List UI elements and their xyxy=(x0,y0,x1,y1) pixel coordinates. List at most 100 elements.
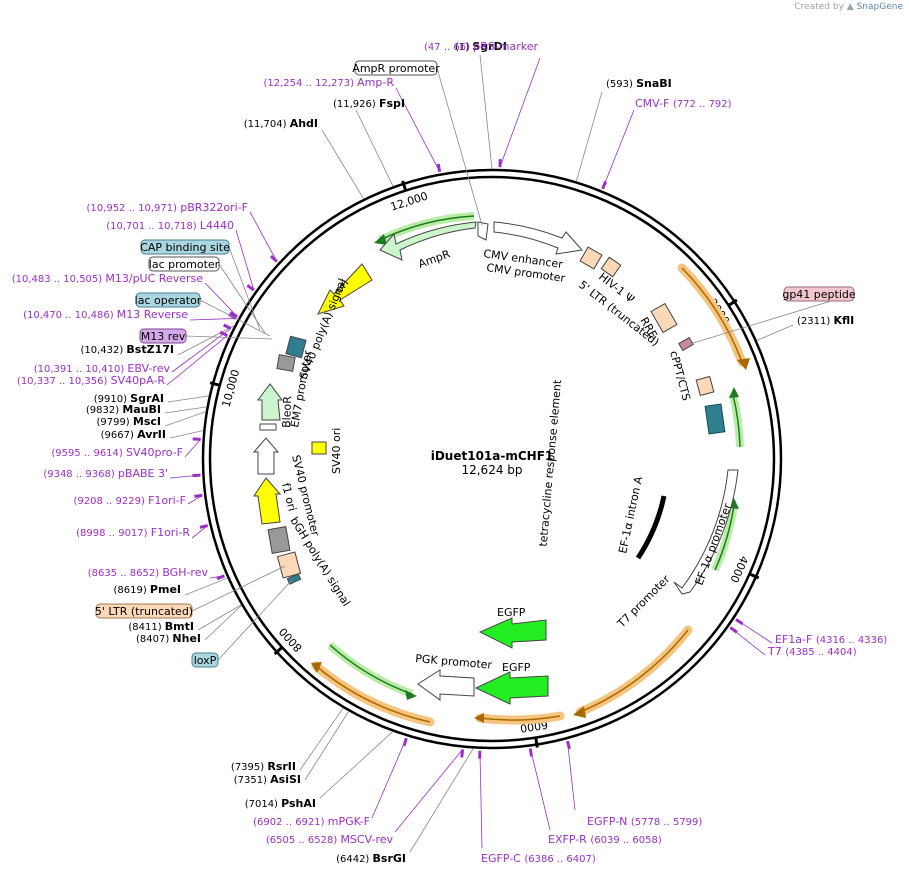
site-avrii[interactable]: (9667) AvrII xyxy=(101,428,166,441)
site-leader-line xyxy=(204,604,242,641)
primer-sv40pa-r[interactable]: (10,337 .. 10,356) SV40pA-R xyxy=(17,374,165,387)
egfp-feature-lower xyxy=(474,671,549,705)
site-pmei[interactable]: (8619) PmeI xyxy=(113,583,181,596)
site-position: (6442) xyxy=(336,854,372,865)
primer-egfp-n[interactable]: EGFP-N (5778 .. 5799) xyxy=(587,815,702,828)
primer-l4440[interactable]: (10,701 .. 10,718) L4440 xyxy=(106,219,234,232)
site-name: SnaBI xyxy=(636,77,672,90)
primer-cmv-f[interactable]: CMV-F (772 .. 792) xyxy=(635,97,732,110)
site-maubi[interactable]: (9832) MauBI xyxy=(86,403,161,416)
site-bsrgi[interactable]: (6442) BsrGI xyxy=(336,852,406,865)
site-kfli[interactable]: (2311) KflI xyxy=(797,314,854,327)
ampr-promoter-feature xyxy=(477,221,489,241)
tick-mark xyxy=(273,646,284,656)
feature-box-lac-promoter[interactable]: lac promoter xyxy=(148,256,220,272)
primer-f1ori-f[interactable]: (9208 .. 9229) F1ori-F xyxy=(73,494,186,507)
feature-box-5-ltr-truncated[interactable]: 5' LTR (truncated) xyxy=(95,603,193,619)
site-sgrai[interactable]: (9910) SgrAI xyxy=(94,392,164,405)
primer-mark xyxy=(402,737,408,747)
feature-box-leader xyxy=(228,246,261,331)
sv40-polya-feature xyxy=(285,335,307,359)
primer-mscv-rev[interactable]: (6505 .. 6528) MSCV-rev xyxy=(266,833,394,846)
site-nhei[interactable]: (8407) NheI xyxy=(136,632,201,645)
feature-box-bg xyxy=(139,328,187,344)
feature-box-label: CAP binding site xyxy=(140,241,230,254)
site-name: BstZ17I xyxy=(126,343,174,356)
primer-name: pRS-marker xyxy=(473,40,538,53)
primer-mark xyxy=(216,574,225,581)
site-leader-line xyxy=(167,395,210,403)
primer-leader-line xyxy=(189,318,237,321)
egfp-feature-upper xyxy=(478,617,547,649)
tick-mark xyxy=(748,572,760,580)
primer-pbabe-3[interactable]: (9348 .. 9368) pBABE 3' xyxy=(43,467,168,480)
primer-position: (6902 .. 6921) xyxy=(253,817,328,828)
primer-name: Amp-R xyxy=(357,76,394,89)
primer-egfp-c[interactable]: EGFP-C (6386 .. 6407) xyxy=(481,852,596,865)
feature-box-loxp[interactable]: loxP xyxy=(191,652,219,668)
feature-box-lac-operator[interactable]: lac operator xyxy=(135,292,202,308)
site-position: (11,704) xyxy=(244,119,290,130)
tick-mark xyxy=(209,381,221,387)
site-asisi[interactable]: (7351) AsiSI xyxy=(234,773,301,786)
feature-box-ampr-promoter[interactable]: AmpR promoter xyxy=(352,60,440,76)
feature-box-cap-binding-site[interactable]: CAP binding site xyxy=(140,239,230,255)
backbone-inner-ring xyxy=(208,175,776,743)
site-msci[interactable]: (9799) MscI xyxy=(96,415,161,428)
primer-prs-marker[interactable]: (47 .. 66) pRS-marker xyxy=(424,40,538,53)
site-leader-line xyxy=(197,604,242,631)
site-position: (2311) xyxy=(797,316,833,327)
leader-layer xyxy=(164,54,855,853)
primer-ebv-rev[interactable]: (10,391 .. 10,410) EBV-rev xyxy=(34,362,171,375)
site-ahdi[interactable]: (11,704) AhdI xyxy=(244,117,318,130)
green-arc-left-core xyxy=(329,644,413,695)
primer-f1ori-r[interactable]: (8998 .. 9017) F1ori-R xyxy=(76,526,190,539)
primer-leader-line xyxy=(567,741,576,811)
sv40-promoter-feature xyxy=(252,437,280,475)
orf-arc-upper-right-head xyxy=(737,358,750,370)
primer-mpgk-f[interactable]: (6902 .. 6921) mPGK-F xyxy=(253,815,370,828)
primer-m13-reverse[interactable]: (10,470 .. 10,486) M13 Reverse xyxy=(23,308,188,321)
site-leader-line xyxy=(304,710,350,781)
primer-amp-r[interactable]: (12,254 .. 12,273) Amp-R xyxy=(263,76,394,89)
site-leader-line xyxy=(164,411,207,427)
primer-sv40pro-f[interactable]: (9595 .. 9614) SV40pro-F xyxy=(51,446,183,459)
primer-ef1a-f[interactable]: EF1a-F (4316 .. 4336) xyxy=(775,633,887,646)
site-bmti[interactable]: (8411) BmtI xyxy=(128,620,194,633)
feature-box-m13-rev[interactable]: M13 rev xyxy=(139,328,187,344)
site-rsrii[interactable]: (7395) RsrII xyxy=(231,760,296,773)
primer-bgh-rev[interactable]: (8635 .. 8652) BGH-rev xyxy=(88,566,209,579)
primer-exfp-r[interactable]: EXFP-R (6039 .. 6058) xyxy=(548,833,662,846)
bleor-feature xyxy=(257,383,283,421)
primer-leader-line xyxy=(171,328,232,373)
site-snabi[interactable]: (593) SnaBI xyxy=(606,77,672,90)
green-arc-top-core xyxy=(379,215,475,241)
primer-pbr322ori-f[interactable]: (10,952 .. 10,971) pBR322ori-F xyxy=(87,201,248,214)
primer-position: (10,391 .. 10,410) xyxy=(34,364,128,375)
cppt-cts-feature xyxy=(695,375,715,397)
feature-box-gp41-peptide[interactable]: gp41 peptide xyxy=(782,286,856,302)
primer-name: BGH-rev xyxy=(162,566,208,579)
primer-m13-puc-reverse[interactable]: (10,483 .. 10,505) M13/pUC Reverse xyxy=(12,272,204,285)
tick-mark xyxy=(401,180,408,191)
site-pshai[interactable]: (7014) PshAI xyxy=(245,797,316,810)
site-name: BmtI xyxy=(165,620,194,633)
primer-mark xyxy=(460,749,465,758)
cppt-cts-label: cPPT/CTS xyxy=(667,349,693,402)
hiv-psi-feature xyxy=(579,246,603,270)
green-arc-right-upper-head xyxy=(729,387,739,398)
site-fspi[interactable]: (11,926) FspI xyxy=(333,97,405,110)
site-bstz17i[interactable]: (10,432) BstZ17I xyxy=(80,343,174,356)
primer-name: pBR322ori-F xyxy=(180,201,248,214)
site-sgrdi[interactable]: (1) SgrDI xyxy=(455,40,507,53)
site-name: NheI xyxy=(172,632,201,645)
primer-leader-line xyxy=(530,748,551,831)
egfp-label-lower: EGFP xyxy=(502,661,531,674)
credit-prefix: Created by xyxy=(794,2,844,12)
site-position: (1) xyxy=(455,42,472,53)
primer-t7[interactable]: T7 (4385 .. 4404) xyxy=(767,645,857,658)
primer-mark xyxy=(269,255,278,263)
primer-name: EGFP-N xyxy=(587,815,631,828)
feature-box-leader xyxy=(218,263,266,334)
snapgene-logo-icon: ▲ xyxy=(846,2,854,12)
